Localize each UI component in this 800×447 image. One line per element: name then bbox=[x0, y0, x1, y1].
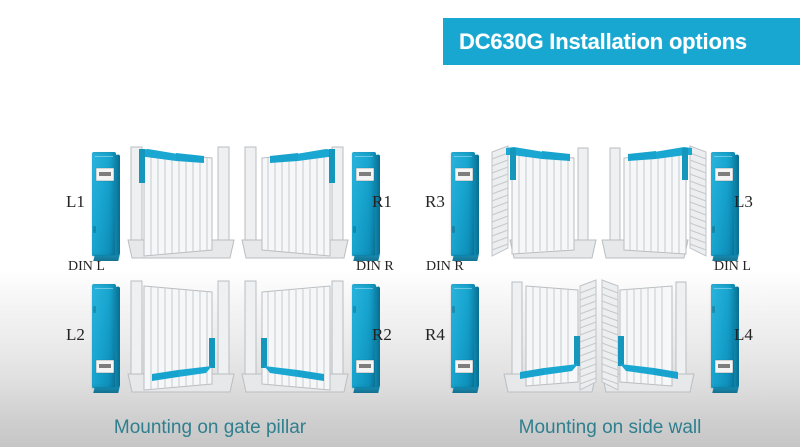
post-cap-line bbox=[95, 288, 113, 289]
actuator-arm-r2 bbox=[261, 338, 324, 381]
post-cap-line bbox=[714, 156, 732, 157]
post-side-face bbox=[474, 154, 479, 256]
post-foot bbox=[353, 387, 380, 393]
post-l2 bbox=[92, 284, 120, 393]
side-wall-block bbox=[601, 279, 619, 391]
label-din-r-2: DIN R bbox=[426, 259, 464, 274]
label-l4: L4 bbox=[734, 325, 753, 344]
gate-illustration-r3 bbox=[486, 140, 598, 265]
actuator-arm-r1 bbox=[270, 149, 335, 183]
label-l1: L1 bbox=[66, 192, 85, 211]
label-r3: R3 bbox=[425, 192, 445, 211]
post-r2 bbox=[352, 284, 380, 393]
side-wall-block bbox=[579, 279, 597, 391]
post-sticker bbox=[96, 168, 114, 181]
actuator-arm-r4 bbox=[520, 336, 580, 379]
label-r4: R4 bbox=[425, 325, 445, 344]
caption-gate-pillar: Mounting on gate pillar bbox=[113, 417, 307, 438]
post-sticker bbox=[356, 168, 374, 181]
post-slot bbox=[353, 226, 357, 233]
post-sticker bbox=[715, 168, 733, 181]
post-slot bbox=[93, 306, 97, 313]
post-foot bbox=[712, 387, 739, 393]
post-slot bbox=[712, 226, 716, 233]
label-l3: L3 bbox=[734, 192, 753, 211]
post-sticker bbox=[455, 360, 473, 373]
label-din-l-2: DIN L bbox=[714, 259, 751, 274]
label-din-l-1: DIN L bbox=[68, 259, 105, 274]
post-l4 bbox=[711, 284, 739, 393]
post-sticker bbox=[715, 360, 733, 373]
page-title: DC630G Installation options bbox=[459, 28, 747, 54]
post-cap-line bbox=[714, 288, 732, 289]
post-side-face bbox=[474, 286, 479, 388]
post-side-face bbox=[115, 286, 120, 388]
post-slot bbox=[452, 306, 456, 313]
actuator-arm-l2 bbox=[152, 338, 215, 381]
post-slot bbox=[712, 306, 716, 313]
gate-illustration-r1 bbox=[240, 140, 350, 265]
gate-illustration-l4 bbox=[600, 276, 712, 398]
title-banner: DC630G Installation options bbox=[443, 18, 800, 65]
label-l2: L2 bbox=[66, 325, 85, 344]
post-l1 bbox=[92, 152, 120, 261]
gate-illustration-r4 bbox=[486, 276, 598, 398]
post-cap-line bbox=[95, 156, 113, 157]
post-side-face bbox=[115, 154, 120, 256]
post-sticker bbox=[96, 360, 114, 373]
label-r2: R2 bbox=[372, 325, 392, 344]
post-cap-line bbox=[454, 156, 472, 157]
side-wall-block bbox=[491, 145, 509, 257]
post-foot bbox=[93, 387, 120, 393]
caption-side-wall: Mounting on side wall bbox=[518, 417, 702, 438]
gate-illustration-l1 bbox=[126, 140, 236, 265]
post-foot bbox=[452, 387, 479, 393]
actuator-arm-l1 bbox=[139, 149, 204, 183]
post-r4 bbox=[451, 284, 479, 393]
label-r1: R1 bbox=[372, 192, 392, 211]
post-slot bbox=[452, 226, 456, 233]
post-sticker bbox=[455, 168, 473, 181]
post-cap-line bbox=[454, 288, 472, 289]
post-slot bbox=[353, 306, 357, 313]
post-cap-line bbox=[355, 156, 373, 157]
label-din-r-1: DIN R bbox=[356, 259, 394, 274]
gate-illustration-l3 bbox=[600, 140, 712, 265]
actuator-arm-l3 bbox=[628, 147, 692, 180]
post-slot bbox=[93, 226, 97, 233]
post-l3 bbox=[711, 152, 739, 261]
post-cap-line bbox=[355, 288, 373, 289]
post-r3 bbox=[451, 152, 479, 261]
gate-illustration-r2 bbox=[240, 276, 350, 398]
actuator-arm-l4 bbox=[618, 336, 678, 379]
gate-illustration-l2 bbox=[126, 276, 236, 398]
side-wall-block bbox=[689, 145, 707, 257]
actuator-arm-r3 bbox=[506, 147, 570, 180]
post-r1 bbox=[352, 152, 380, 261]
post-sticker bbox=[356, 360, 374, 373]
